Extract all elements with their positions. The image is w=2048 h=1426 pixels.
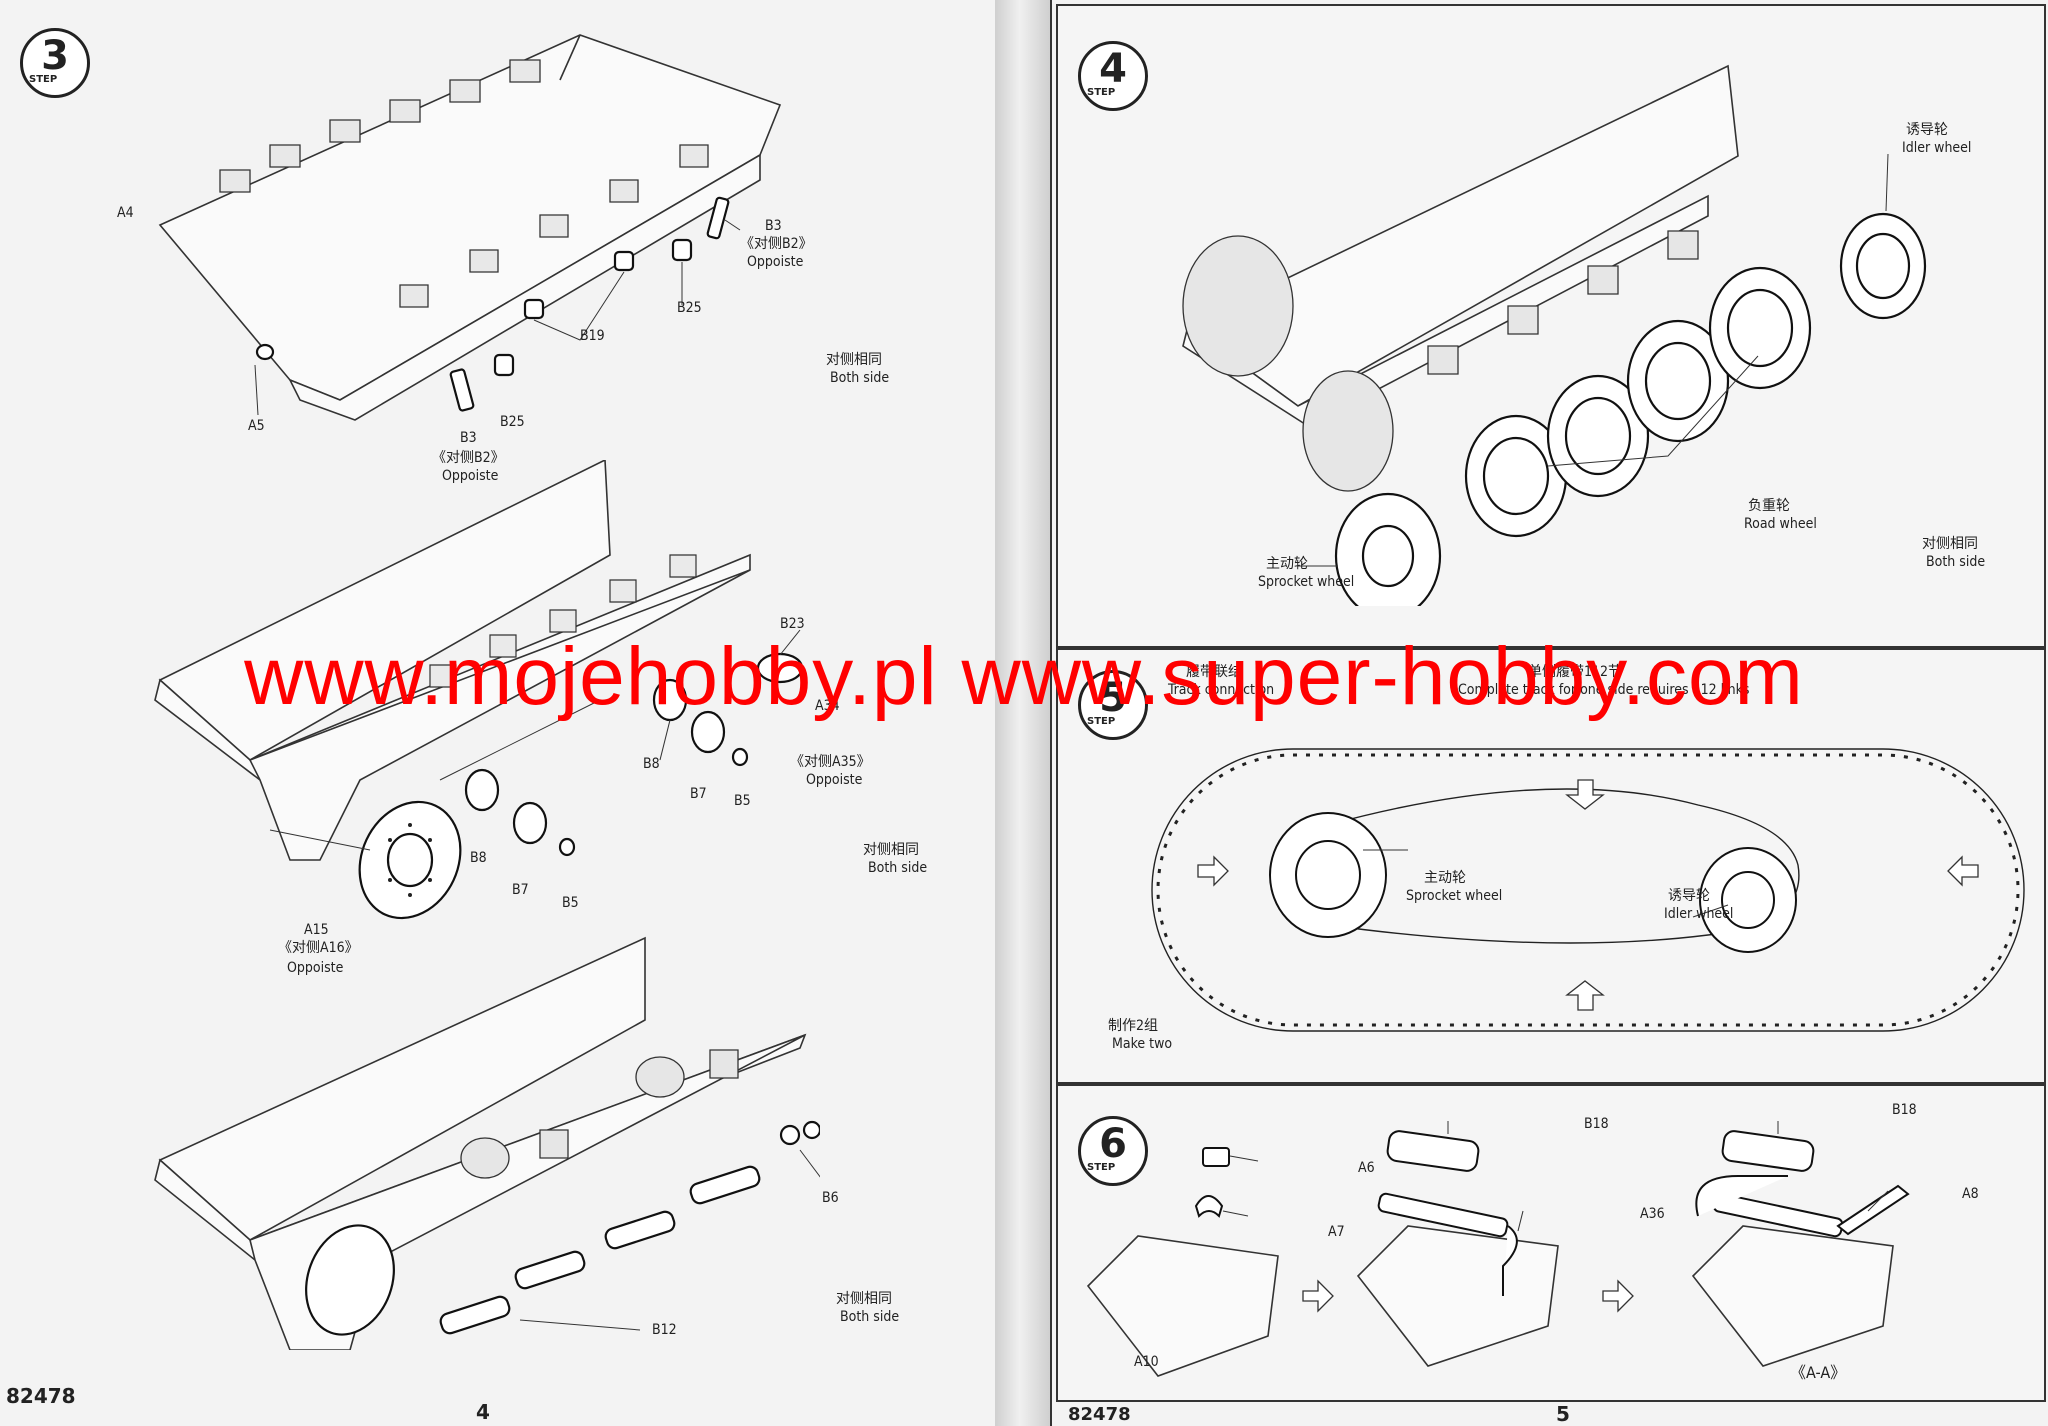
step-word: STEP bbox=[29, 74, 58, 85]
step-6-badge: 6 STEP bbox=[1078, 1116, 1148, 1186]
track-sprocket-label-en: Sprocket wheel bbox=[1406, 888, 1503, 904]
label-b23: B23 bbox=[780, 616, 805, 632]
label-a36: A36 bbox=[1640, 1206, 1665, 1222]
label-b18-1: B18 bbox=[1584, 1116, 1609, 1132]
sprocket-label-en: Sprocket wheel bbox=[1258, 574, 1355, 590]
label-b12: B12 bbox=[652, 1322, 677, 1338]
step-number: 6 bbox=[1099, 1121, 1127, 1167]
label-a6: A6 bbox=[1358, 1160, 1375, 1176]
page-number-left: 4 bbox=[476, 1400, 490, 1424]
step-4-panel: 4 STEP bbox=[1056, 4, 2046, 648]
hull-assembly-drawing-2 bbox=[100, 460, 820, 960]
track-idler-label-cn: 诱导轮 bbox=[1668, 888, 1710, 904]
label-a7: A7 bbox=[1328, 1224, 1345, 1240]
idler-label-en: Idler wheel bbox=[1902, 140, 1972, 156]
step-number: 5 bbox=[1099, 675, 1127, 721]
both-side-2-cn: 对侧相同 bbox=[863, 842, 919, 858]
right-page: 4 STEP bbox=[1050, 0, 2048, 1426]
label-a10: A10 bbox=[1134, 1354, 1159, 1370]
label-b7-lower: B7 bbox=[512, 882, 529, 898]
label-a15-en: Oppoiste bbox=[287, 960, 344, 976]
label-b3-top-en: Oppoiste bbox=[747, 254, 804, 270]
binding-gutter bbox=[995, 0, 1050, 1426]
track-idler-label-en: Idler wheel bbox=[1664, 906, 1734, 922]
label-b3-top: B3 bbox=[765, 218, 782, 234]
both-side-label-en: Both side bbox=[1926, 554, 1986, 570]
left-page: 3 STEP bbox=[0, 0, 997, 1426]
track-connection-en: Track connection bbox=[1168, 682, 1275, 698]
label-b25-top: B25 bbox=[677, 300, 702, 316]
page-number-right: 5 bbox=[1556, 1402, 1570, 1426]
label-b3-top-cn: 《对侧B2》 bbox=[740, 236, 813, 252]
both-side-1-cn: 对侧相同 bbox=[826, 352, 882, 368]
label-b5-lower: B5 bbox=[562, 895, 579, 911]
label-a15: A15 bbox=[304, 922, 329, 938]
track-sprocket-label-cn: 主动轮 bbox=[1424, 870, 1466, 886]
both-side-1-en: Both side bbox=[830, 370, 890, 386]
one-side-links-cn: 单侧履带112节 bbox=[1528, 664, 1623, 680]
label-b3-bottom: B3 bbox=[460, 430, 477, 446]
label-b18-2: B18 bbox=[1892, 1102, 1917, 1118]
sprocket-label-cn: 主动轮 bbox=[1266, 556, 1308, 572]
track-assembly-drawing bbox=[1148, 745, 2028, 1045]
kit-number-left: 82478 bbox=[6, 1384, 76, 1408]
both-side-3-cn: 对侧相同 bbox=[836, 1291, 892, 1307]
road-wheel-label-en: Road wheel bbox=[1744, 516, 1817, 532]
label-a5: A5 bbox=[248, 418, 265, 434]
label-a34: A34 bbox=[815, 698, 840, 714]
label-a15-cn: 《对侧A16》 bbox=[278, 940, 359, 956]
hull-assembly-drawing-1 bbox=[140, 20, 820, 440]
label-b8-upper: B8 bbox=[643, 756, 660, 772]
track-connection-cn: 履带联结 bbox=[1186, 664, 1242, 680]
step-4-badge: 4 STEP bbox=[1078, 41, 1148, 111]
one-side-links-en: Complete track for one side requires 112… bbox=[1458, 682, 1750, 698]
both-side-3-en: Both side bbox=[840, 1309, 900, 1325]
make-two-cn: 制作2组 bbox=[1108, 1018, 1159, 1034]
step-3-badge: 3 STEP bbox=[20, 28, 90, 98]
road-wheel-assembly-drawing bbox=[1148, 46, 2028, 606]
exhaust-assembly-drawing bbox=[1078, 1106, 2038, 1396]
both-side-2-en: Both side bbox=[868, 860, 928, 876]
label-a8: A8 bbox=[1962, 1186, 1979, 1202]
label-b19: B19 bbox=[580, 328, 605, 344]
step-number: 3 bbox=[41, 33, 69, 79]
road-wheel-label-cn: 负重轮 bbox=[1748, 498, 1790, 514]
label-b5-upper: B5 bbox=[734, 793, 751, 809]
step-5-panel: 5 STEP 履带联结 Track connection 单侧履带112节 Co… bbox=[1056, 648, 2046, 1084]
step-word: STEP bbox=[1087, 716, 1116, 727]
label-b7-upper: B7 bbox=[690, 786, 707, 802]
label-a34-cn: 《对侧A35》 bbox=[790, 754, 871, 770]
step-6-panel: 6 STEP bbox=[1056, 1084, 2046, 1402]
kit-number-right: 82478 bbox=[1068, 1404, 1131, 1425]
step-number: 4 bbox=[1099, 46, 1127, 92]
both-side-label-cn: 对侧相同 bbox=[1922, 536, 1978, 552]
step-word: STEP bbox=[1087, 87, 1116, 98]
step-5-badge: 5 STEP bbox=[1078, 670, 1148, 740]
label-b8-lower: B8 bbox=[470, 850, 487, 866]
label-b25-bottom: B25 bbox=[500, 414, 525, 430]
label-b3-bottom-cn: 《对侧B2》 bbox=[432, 450, 505, 466]
section-a-a: 《A-A》 bbox=[1790, 1363, 1847, 1382]
idler-label-cn: 诱导轮 bbox=[1906, 122, 1948, 138]
hull-assembly-drawing-3 bbox=[100, 930, 820, 1350]
label-a34-en: Oppoiste bbox=[806, 772, 863, 788]
label-b3-bottom-en: Oppoiste bbox=[442, 468, 499, 484]
step-word: STEP bbox=[1087, 1162, 1116, 1173]
watermark-text: www.mojehobby.pl www.super-hobby.com bbox=[244, 631, 1804, 722]
make-two-en: Make two bbox=[1112, 1036, 1173, 1052]
label-b6: B6 bbox=[822, 1190, 839, 1206]
label-a4: A4 bbox=[117, 205, 134, 221]
